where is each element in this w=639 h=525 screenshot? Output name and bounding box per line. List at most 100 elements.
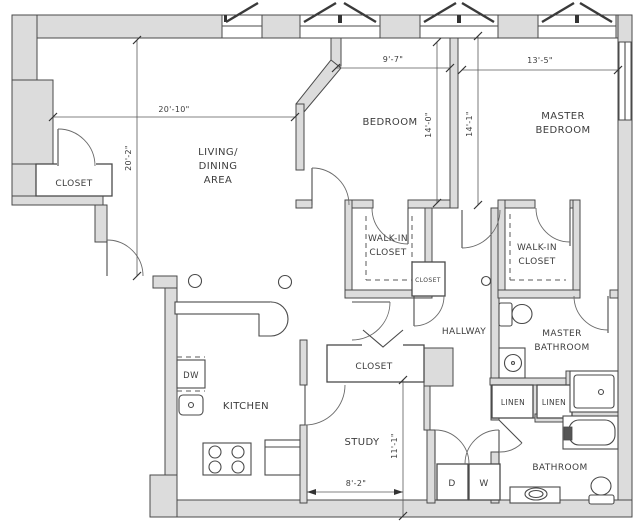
door-swing-arc	[311, 167, 350, 206]
dimension-tick	[290, 112, 300, 122]
room-label-master-bathroom-1: MASTER	[542, 329, 581, 339]
door-swing-arc	[106, 239, 144, 277]
dimension-label-study-depth: 11'-1"	[390, 433, 399, 459]
wall-segment	[11, 195, 104, 206]
closet-boxes-layer	[35, 162, 573, 501]
dimension-label-bedroom-depth: 14'-0"	[424, 112, 433, 138]
room-label-master-bedroom-1: MASTER	[541, 111, 585, 122]
appliance-label-dishwasher: DW	[183, 371, 199, 381]
room-label-entry-closet: CLOSET	[55, 179, 92, 189]
wall-segment	[348, 199, 374, 209]
door-swing-arc	[535, 207, 571, 243]
stove-burner	[208, 460, 222, 474]
window-mullion	[224, 15, 227, 22]
dimension-tick	[432, 37, 442, 47]
room-label-hallway: HALLWAY	[442, 327, 486, 337]
window-swing-line	[461, 1, 495, 24]
column	[277, 274, 293, 290]
window-swing-line	[225, 1, 259, 24]
dimension-tick	[432, 198, 442, 208]
dishwasher	[176, 359, 206, 389]
labels-layer: LIVING/ DINING AREA CLOSET BEDROOM MASTE…	[55, 111, 590, 489]
room-label-walkin1-1: WALK-IN	[368, 234, 408, 244]
dryer-box	[436, 463, 469, 501]
wall-segment	[572, 199, 581, 299]
bifold-door	[362, 329, 404, 348]
washer-box	[468, 463, 501, 501]
column	[480, 275, 492, 287]
bathtub-basin	[568, 419, 616, 446]
stove-burner	[231, 460, 245, 474]
room-label-linen-1: LINEN	[501, 398, 525, 407]
wall-segment	[426, 429, 436, 504]
stove-burner	[231, 445, 245, 459]
closet-rod-dashed	[365, 216, 413, 281]
room-label-living-2: DINING	[199, 161, 238, 172]
dishwasher-dashed	[177, 356, 205, 392]
dimension-tick	[473, 200, 483, 210]
kitchen-counter	[174, 301, 272, 315]
wall-segment	[295, 199, 313, 209]
room-label-study: STUDY	[344, 437, 380, 448]
window-swing-line	[343, 1, 377, 24]
wall-segment	[299, 339, 308, 386]
door-swing-arc	[57, 128, 96, 167]
room-label-living-1: LIVING/	[198, 147, 238, 158]
toilet-bowl	[590, 476, 612, 496]
wall-segment	[149, 474, 178, 518]
wall-segment	[489, 377, 573, 386]
stove-burner	[208, 445, 222, 459]
room-label-walkin2-1: WALK-IN	[517, 243, 557, 253]
room-label-master-bathroom-2: BATHROOM	[534, 343, 589, 353]
doors-layer	[57, 128, 609, 465]
dimension-arrow	[394, 489, 403, 495]
door-swing-arc	[351, 301, 391, 341]
appliance-label-dryer: D	[448, 479, 455, 489]
windows-layer	[221, 1, 632, 121]
closet-rods-layer	[177, 214, 566, 392]
door-leaf	[498, 419, 523, 444]
dimension-label-living-depth: 20'-2"	[124, 145, 133, 171]
dimension-label-living-width: 20'-10"	[158, 105, 189, 114]
dimension-arrow	[307, 489, 316, 495]
window-swing-line	[423, 1, 457, 24]
sink-drain	[187, 401, 195, 409]
room-label-kitchen: KITCHEN	[223, 401, 269, 412]
dimension-label-master-depth: 14'-1"	[465, 111, 474, 137]
shower-drain	[597, 388, 605, 396]
dimension-tick	[48, 112, 58, 122]
dimension-label-master-width: 13'-5"	[527, 56, 553, 65]
door-swing-arc	[464, 429, 500, 465]
door-swing-arc	[573, 295, 609, 331]
fixtures-layer	[174, 273, 619, 505]
window-mullion	[457, 15, 461, 23]
window-mullion	[338, 15, 342, 23]
dimension-tick	[398, 511, 408, 521]
study-closet-box	[326, 344, 425, 383]
room-label-study-closet: CLOSET	[355, 362, 392, 372]
window-swing-line	[579, 1, 613, 24]
window-mullion	[575, 15, 579, 23]
wall-segment	[449, 37, 459, 209]
dimension-tick	[473, 31, 483, 41]
dimension-tick	[398, 375, 408, 385]
dimension-tick	[613, 65, 623, 75]
wall-segment	[299, 424, 308, 504]
kitchen-counter-end	[258, 301, 289, 337]
sink-drain	[510, 360, 516, 366]
dimension-tick	[457, 65, 467, 75]
room-label-hall-closet: CLOSET	[415, 277, 441, 284]
entry-closet-box	[35, 163, 113, 197]
dimension-tick	[132, 271, 142, 281]
wall-segment	[423, 347, 454, 387]
room-label-bedroom: BEDROOM	[363, 117, 418, 128]
dimension-label-bedroom-width: 9'-7"	[383, 55, 403, 64]
walls-layer	[11, 14, 633, 518]
room-label-linen-2: LINEN	[542, 398, 566, 407]
wall-segment	[11, 79, 54, 168]
room-label-bathroom: BATHROOM	[532, 463, 587, 473]
appliance-label-washer: W	[479, 479, 488, 489]
bathroom-sink-basin	[528, 489, 544, 499]
wall-segment	[295, 103, 305, 171]
window-swing-line	[303, 1, 337, 24]
